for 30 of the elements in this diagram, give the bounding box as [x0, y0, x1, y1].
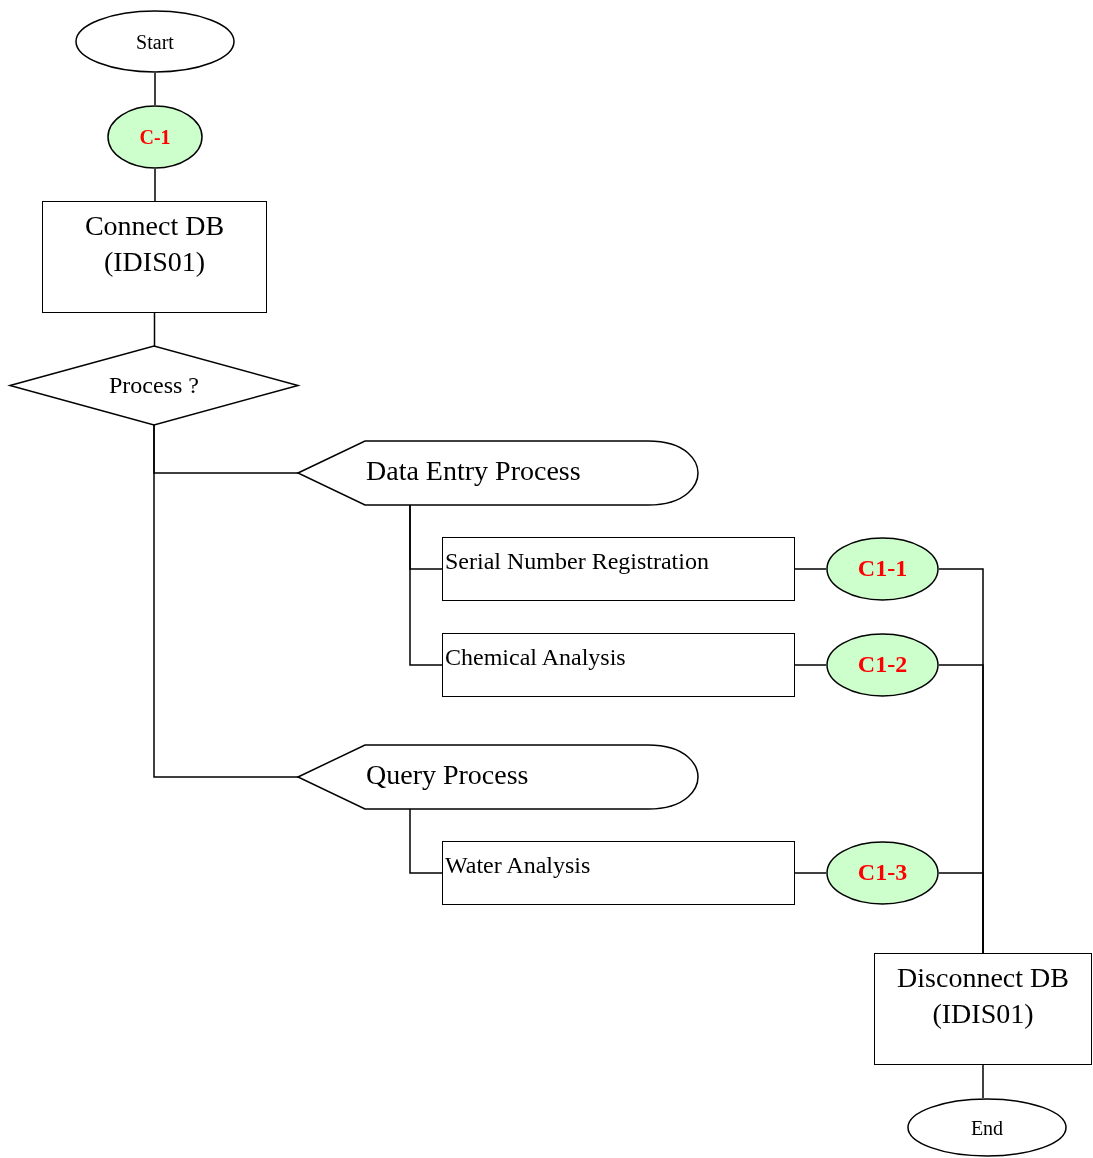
node-label: Process ?: [109, 370, 199, 400]
node-label: End: [970, 1115, 1004, 1141]
node-label: Query Process: [366, 757, 529, 792]
node-label: Disconnect DB (IDIS01): [896, 961, 1070, 1032]
connector-line: [409, 504, 443, 666]
process-box: [42, 201, 267, 313]
step-box: [442, 633, 795, 697]
process-box: [874, 953, 1092, 1065]
step-box: [442, 537, 795, 601]
node-label: Serial Number Registration: [445, 547, 709, 576]
node-label: Start: [136, 29, 174, 55]
node-label: Chemical Analysis: [445, 643, 626, 672]
connector-line: [153, 312, 156, 347]
connector-label: C1-3: [857, 858, 908, 888]
connector-line: [153, 424, 299, 778]
connector-line: [154, 72, 156, 106]
node-label: Connect DB (IDIS01): [83, 209, 226, 280]
connector-line: [794, 664, 827, 666]
step-box: [442, 841, 795, 905]
connector-label: C1-1: [857, 554, 908, 584]
connector-label: C1-2: [857, 650, 908, 680]
connector-line: [938, 872, 984, 954]
node-label: Water Analysis: [445, 851, 591, 880]
node-label: Data Entry Process: [366, 453, 581, 488]
connector-label: C-1: [139, 125, 171, 150]
connector-line: [794, 872, 827, 874]
connector-line: [154, 168, 156, 202]
connector-line: [982, 1064, 984, 1099]
connector-line: [409, 808, 443, 874]
connector-line: [794, 568, 827, 570]
